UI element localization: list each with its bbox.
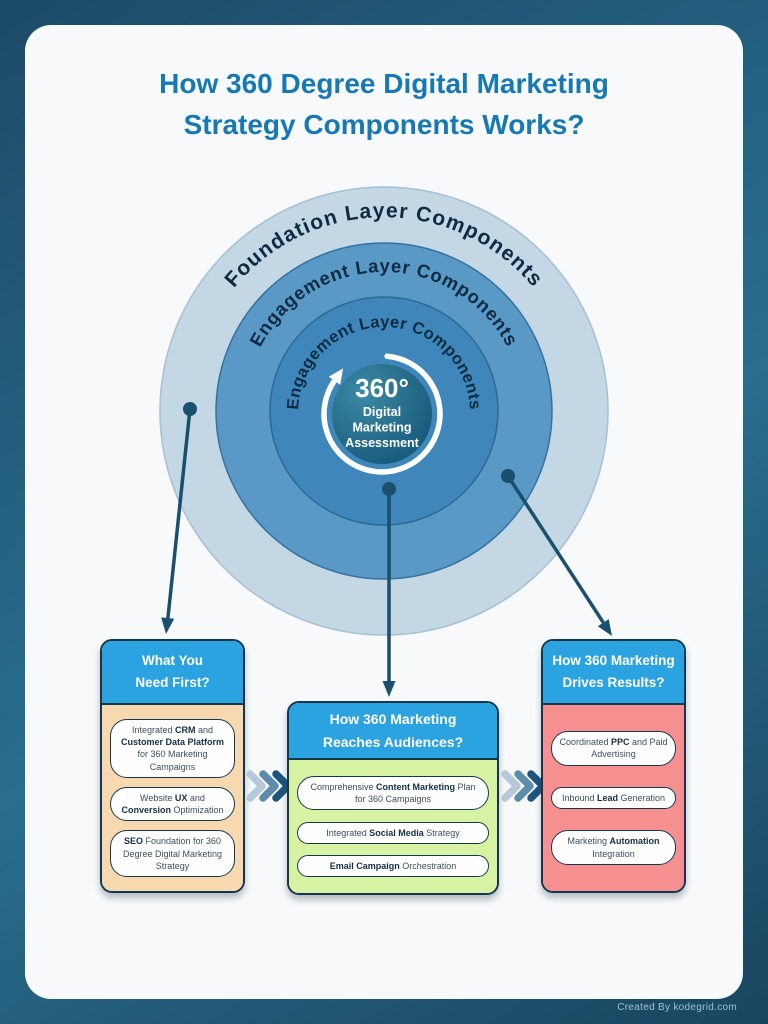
card3-body: Coordinated PPC and Paid Advertising Inb… <box>543 705 684 891</box>
list-item: Integrated CRM and Customer Data Platfor… <box>110 719 235 778</box>
card-what-you-need-first: What You Need First? Integrated CRM and … <box>100 639 245 893</box>
center-line2: Marketing <box>352 421 411 435</box>
credit-text: Created By kodegrid.com <box>617 1002 737 1013</box>
list-item: Email Campaign Orchestration <box>297 854 489 877</box>
card2-header-line2: Reaches Audiences? <box>322 733 464 750</box>
list-item: Coordinated PPC and Paid Advertising <box>551 731 676 766</box>
connector-right <box>501 469 612 636</box>
connector-arrow-right <box>597 619 612 636</box>
list-item: Inbound Lead Generation <box>551 786 676 810</box>
connector-left <box>161 402 197 634</box>
list-item: SEO Foundation for 360 Degree Digital Ma… <box>110 830 235 877</box>
card-how-360-drives-results-header: How 360 Marketing Drives Results? <box>543 641 684 705</box>
card2-header-line1: How 360 Marketing <box>329 711 457 728</box>
list-item: Integrated Social Media Strategy <box>297 821 489 844</box>
circular-arrow-icon <box>321 353 443 475</box>
page-title-line1: How 360 Degree Digital Marketing <box>159 68 609 99</box>
center-value: 360° <box>355 373 409 403</box>
list-item: Marketing Automation Integration <box>551 830 676 865</box>
page-title: How 360 Degree Digital Marketing Strateg… <box>0 64 768 145</box>
page-title-line2: Strategy Components Works? <box>183 108 585 140</box>
connector-arrow-left <box>161 617 175 634</box>
list-item: Comprehensive Content Marketing Plan for… <box>297 776 489 811</box>
card3-header-line2: Drives Results? <box>562 675 665 690</box>
connector-arrow-middle <box>382 681 396 697</box>
list-item: Website UX and Conversion Optimization <box>110 786 235 822</box>
card1-header-line2: Need First? <box>135 675 210 690</box>
center-line3: Assessment <box>345 436 419 450</box>
card-what-you-need-first-header: What You Need First? <box>102 641 243 705</box>
card-how-360-reaches-audiences: How 360 Marketing Reaches Audiences? Com… <box>287 701 499 895</box>
connector-middle <box>382 482 396 697</box>
card3-header-line1: How 360 Marketing <box>552 653 675 669</box>
center-circle <box>332 364 432 464</box>
center-line1: Digital <box>363 405 401 419</box>
card2-body: Comprehensive Content Marketing Plan for… <box>289 760 497 893</box>
card1-header-line1: What You <box>142 653 203 669</box>
card-how-360-reaches-audiences-header: How 360 Marketing Reaches Audiences? <box>289 703 497 760</box>
card1-body: Integrated CRM and Customer Data Platfor… <box>102 705 243 891</box>
card-how-360-drives-results: How 360 Marketing Drives Results? Coordi… <box>541 639 686 893</box>
